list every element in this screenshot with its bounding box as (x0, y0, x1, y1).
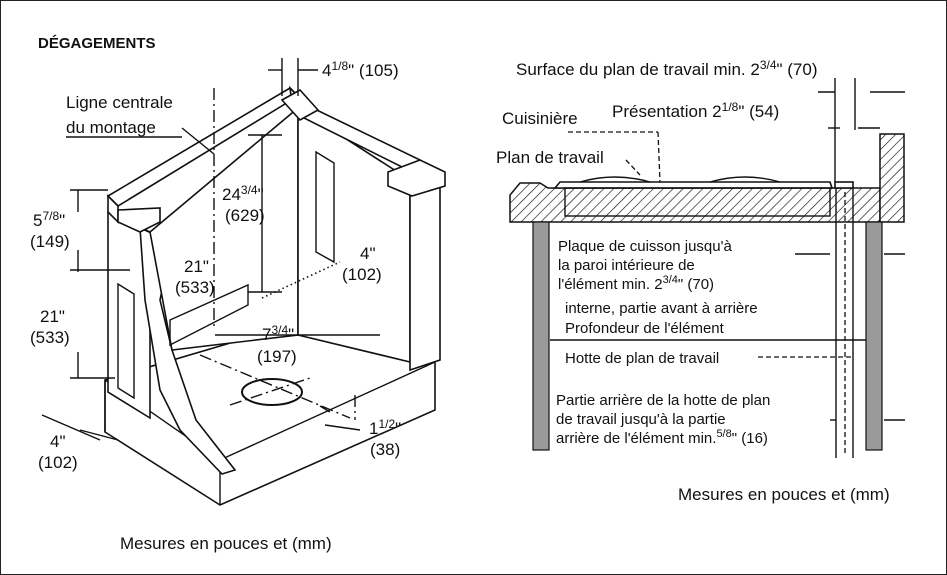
cabinet-drawing (41, 58, 446, 506)
cabinet-back-wall (149, 106, 299, 351)
backsplash (879, 133, 905, 223)
centerline-label-1: Ligne centrale (66, 93, 173, 112)
dim-4-right-mm: (102) (342, 265, 382, 284)
left-units-note: Mesures en pouces et (mm) (120, 534, 332, 553)
dim-inner-21: 21" (184, 257, 209, 276)
arriere-label-3: arrière de l'élément min.5/8" (16) (556, 428, 768, 447)
interne-label: interne, partie avant à arrière (565, 300, 758, 317)
countertop-section (509, 78, 905, 458)
plaque-label-2: la paroi intérieure de (558, 257, 695, 274)
hotte-label: Hotte de plan de travail (565, 350, 719, 367)
plaque-label-3: l'élément min. 23/4" (70) (558, 274, 714, 293)
dim-7-mm: (197) (257, 347, 297, 366)
right-units-note: Mesures en pouces et (mm) (678, 485, 890, 504)
dim-4-right: 4" (360, 244, 376, 263)
cuisiniere-label: Cuisinière (502, 109, 578, 128)
dim-height-main-mm: (629) (225, 206, 265, 225)
dim-side-21: 21" (40, 307, 65, 326)
cooktop (553, 181, 834, 189)
dim-1-mm: (38) (370, 440, 400, 459)
dim-1: 11/2" (369, 417, 401, 438)
dim-4-left-mm: (102) (38, 453, 78, 472)
plan-de-travail-label: Plan de travail (496, 148, 604, 167)
cabinet-wall-left (532, 221, 550, 451)
profondeur-label: Profondeur de l'élément (565, 320, 725, 337)
dim-side-21-mm: (533) (30, 328, 70, 347)
section-title: DÉGAGEMENTS (38, 35, 156, 52)
dim-7: 73/4" (262, 323, 294, 344)
dim-height-main: 243/4" (222, 183, 264, 204)
dim-side-top-mm: (149) (30, 232, 70, 251)
cabinet-right-wall (297, 106, 411, 364)
floor-cutout (241, 378, 303, 406)
dim-side-top: 57/8" (33, 209, 65, 230)
dim-inner-21-mm: (533) (175, 278, 215, 297)
presentation-label: Présentation 21/8" (54) (612, 100, 779, 121)
cabinet-wall-right (865, 221, 883, 451)
centerline-label-2: du montage (66, 118, 156, 137)
surface-label: Surface du plan de travail min. 23/4" (7… (516, 58, 818, 79)
dim-top-offset: 41/8" (105) (322, 59, 399, 80)
arriere-label-2: de travail jusqu'à la partie (556, 411, 726, 428)
plaque-label-1: Plaque de cuisson jusqu'à (558, 238, 732, 255)
arriere-label-1: Partie arrière de la hotte de plan (556, 392, 770, 409)
dim-4-left: 4" (50, 432, 66, 451)
